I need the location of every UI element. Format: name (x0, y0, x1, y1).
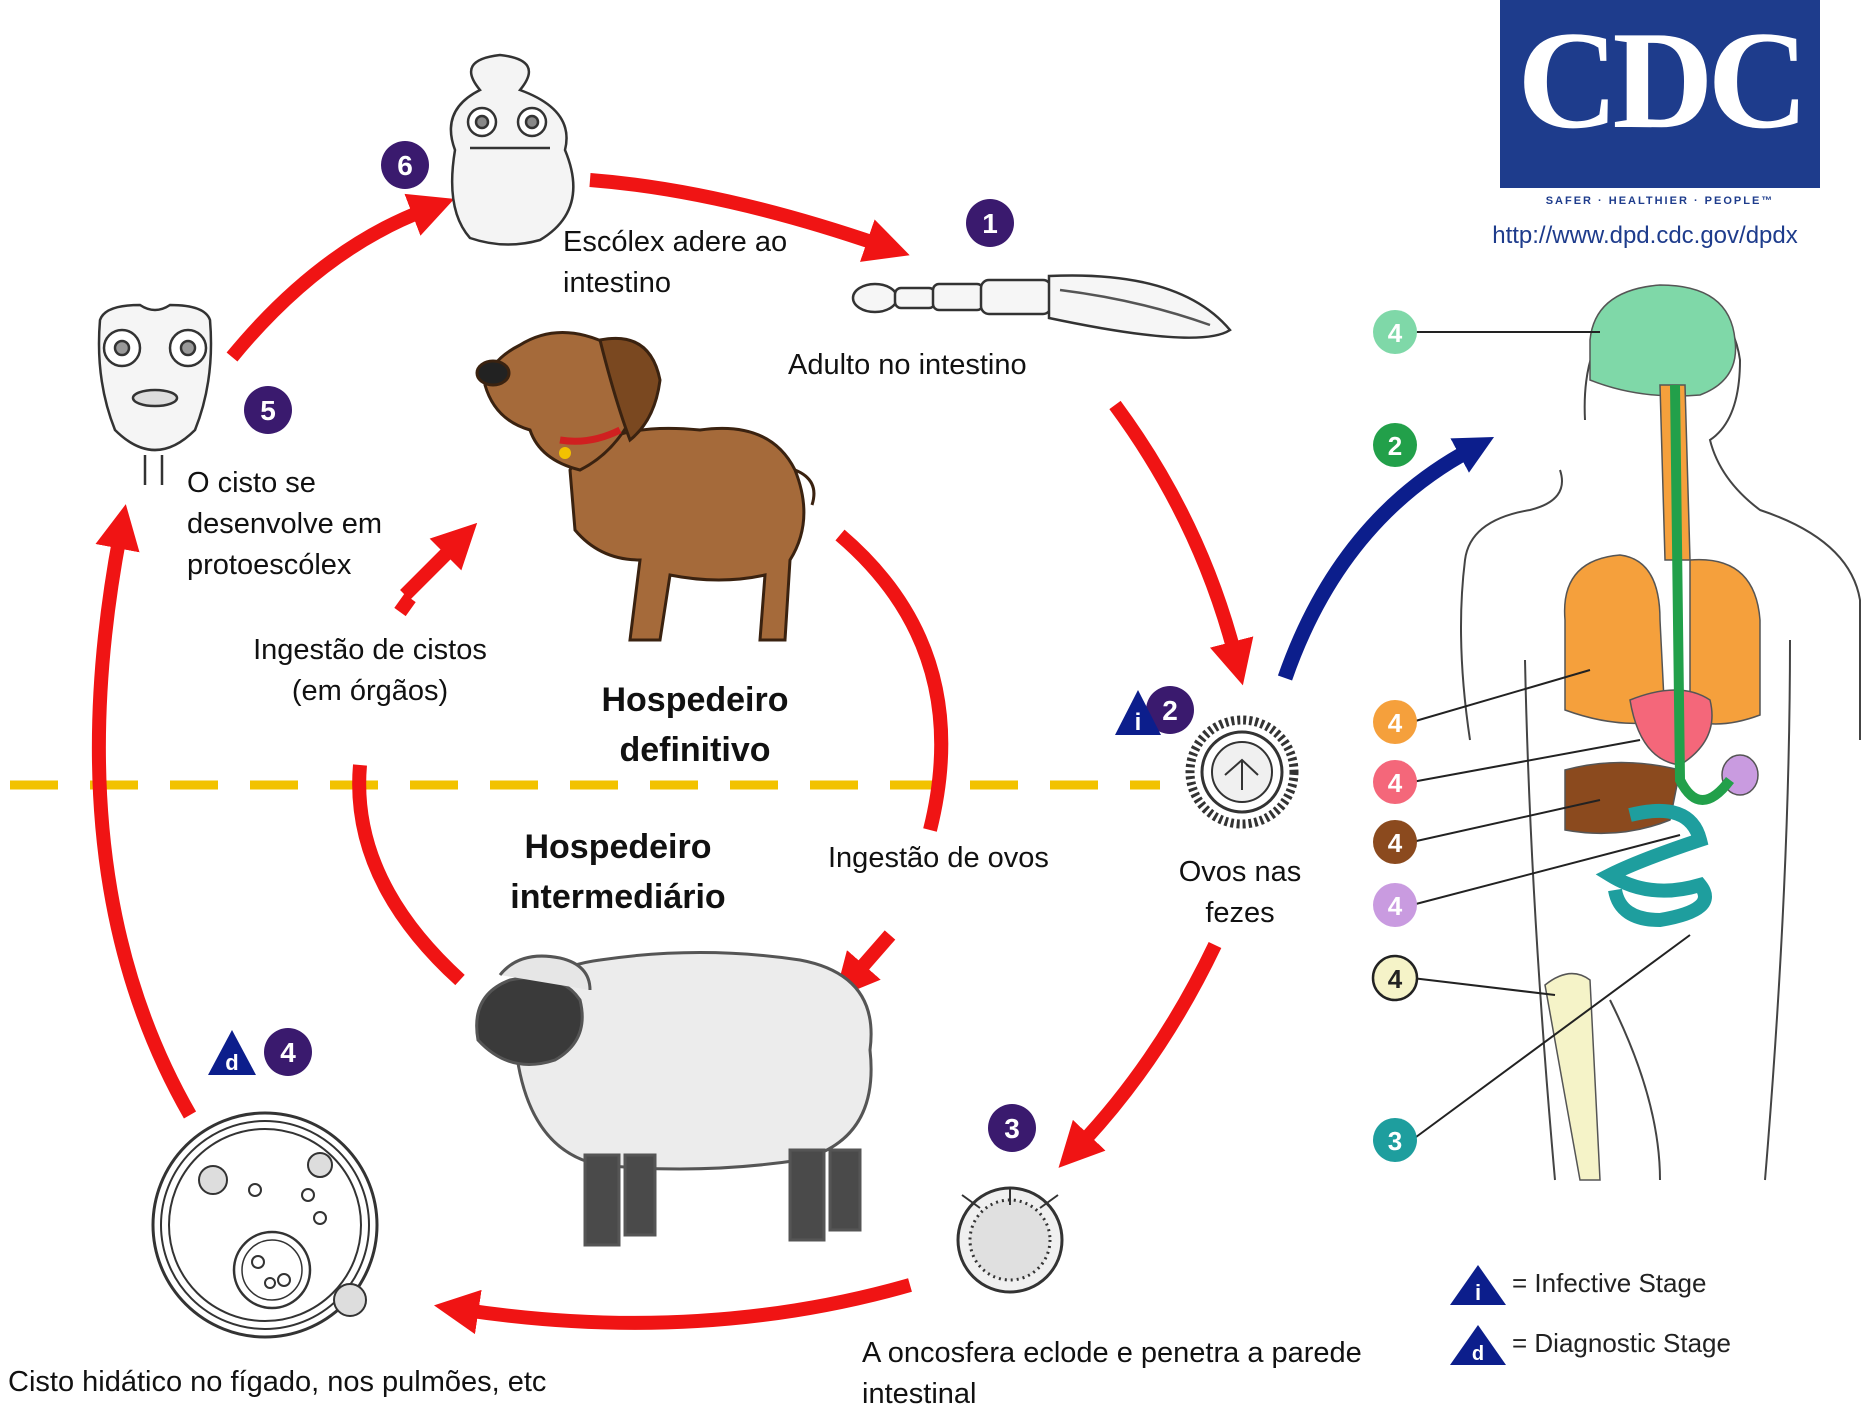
step-badge-3: 3 (988, 1104, 1036, 1152)
step-badge-1: 1 (966, 199, 1014, 247)
body-marker-spleen: 4 (1373, 883, 1417, 927)
body-marker-bone: 4 (1373, 956, 1417, 1000)
svg-text:4: 4 (1388, 708, 1403, 738)
svg-text:d: d (1472, 1343, 1484, 1365)
svg-text:3: 3 (1004, 1113, 1020, 1144)
legend-diagnostic-marker: d (1450, 1325, 1506, 1365)
body-marker-lungs: 4 (1373, 700, 1417, 744)
svg-text:1: 1 (982, 208, 998, 239)
svg-text:i: i (1475, 1280, 1481, 1305)
svg-text:2: 2 (1388, 431, 1402, 461)
svg-text:4: 4 (1388, 964, 1403, 994)
svg-text:6: 6 (397, 150, 413, 181)
diagnostic-stage-marker: d (208, 1030, 256, 1075)
body-marker-intestine: 3 (1373, 1118, 1417, 1162)
body-marker-route: 2 (1373, 423, 1417, 467)
svg-text:4: 4 (1388, 768, 1403, 798)
body-marker-brain: 4 (1373, 310, 1417, 354)
svg-text:4: 4 (1388, 891, 1403, 921)
legend-infective-marker: i (1450, 1265, 1506, 1305)
svg-text:i: i (1135, 709, 1142, 736)
body-marker-heart: 4 (1373, 760, 1417, 804)
svg-text:5: 5 (260, 395, 276, 426)
legend-infective-label: = Infective Stage (1512, 1268, 1706, 1299)
svg-text:3: 3 (1388, 1126, 1402, 1156)
svg-text:2: 2 (1162, 695, 1178, 726)
svg-text:4: 4 (280, 1037, 296, 1068)
legend-diagnostic-label: = Diagnostic Stage (1512, 1328, 1731, 1359)
body-marker-liver: 4 (1373, 820, 1417, 864)
step-badge-4: 4 (264, 1028, 312, 1076)
svg-text:4: 4 (1388, 828, 1403, 858)
step-badge-6: 6 (381, 141, 429, 189)
svg-text:d: d (225, 1050, 238, 1075)
step-badge-5: 5 (244, 386, 292, 434)
svg-text:4: 4 (1388, 318, 1403, 348)
